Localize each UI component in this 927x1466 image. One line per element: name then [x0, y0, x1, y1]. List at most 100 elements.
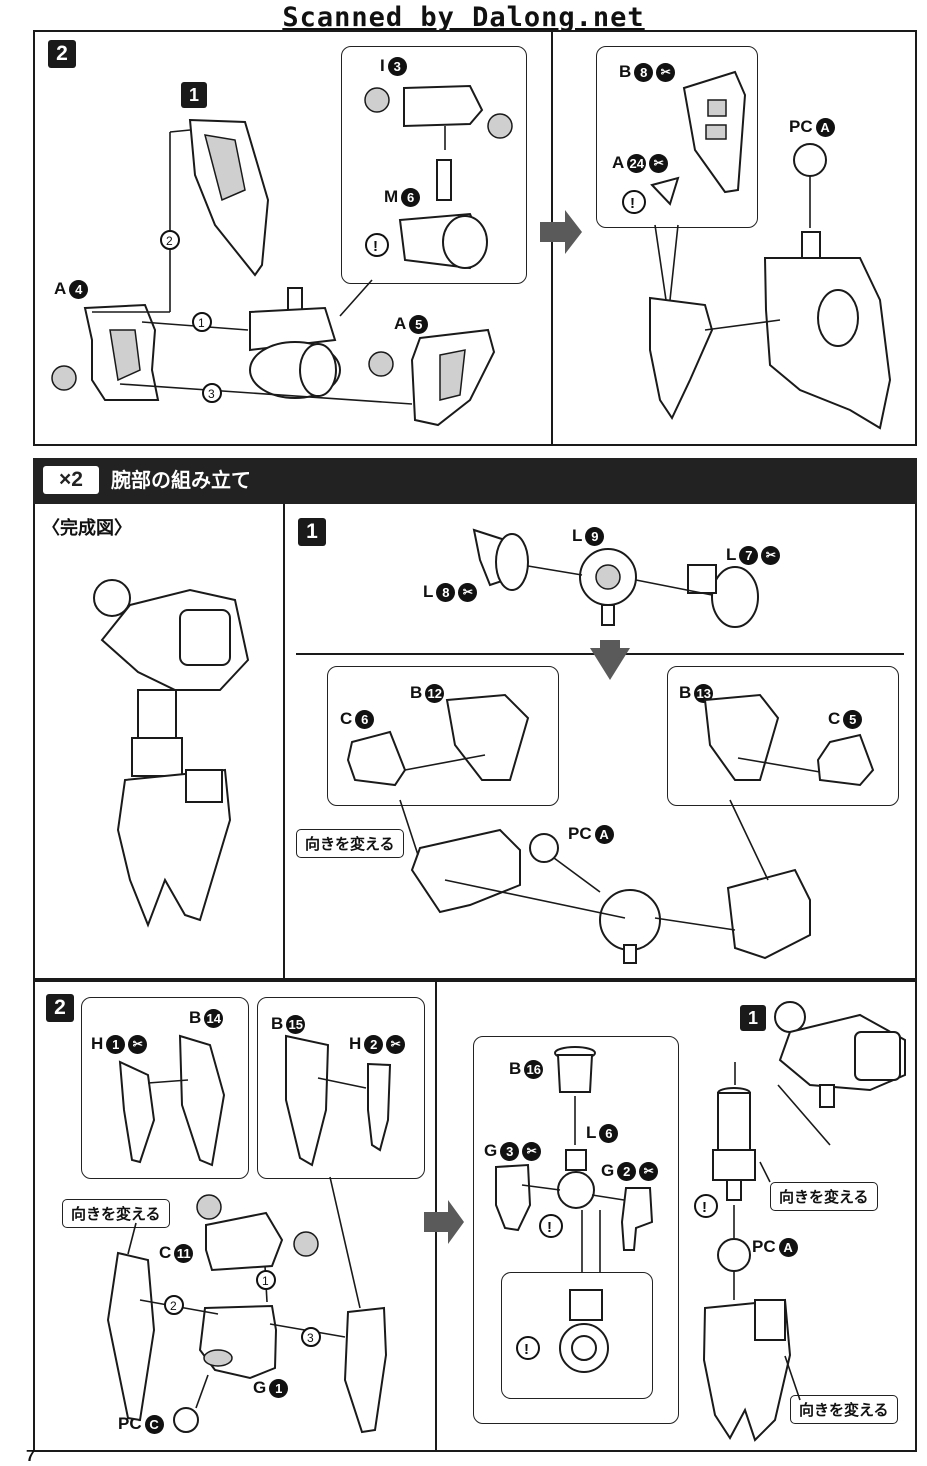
armor-b8 — [682, 70, 747, 194]
glue-drop-icon — [368, 351, 394, 377]
step-badge-2-arm: 2 — [46, 994, 74, 1022]
part-a24 — [650, 176, 680, 206]
armor-side-plate — [649, 296, 714, 421]
process-arrow-right-2 — [424, 1200, 464, 1244]
nipper-icon: ✂ — [522, 1141, 542, 1161]
nipper-icon: ✂ — [458, 582, 478, 602]
orientation-note-forearm: 向きを変える — [770, 1182, 878, 1211]
claw-left — [106, 1251, 156, 1422]
part-b16 — [554, 1046, 596, 1093]
exclamation-icon — [365, 233, 389, 257]
exclamation-icon — [539, 1214, 563, 1238]
svg-text:3: 3 — [208, 387, 215, 401]
part-l6 — [557, 1149, 595, 1209]
svg-text:!: ! — [373, 238, 378, 255]
part-b12 — [445, 693, 530, 781]
claw-right — [343, 1306, 388, 1434]
process-arrow-right — [540, 210, 582, 254]
shoulder-armor-upper — [188, 118, 270, 277]
nipper-icon: ✂ — [128, 1034, 148, 1054]
orientation-note-armor: 向きを変える — [62, 1199, 170, 1228]
shoulder-frame-a5 — [410, 328, 496, 427]
svg-text:!: ! — [524, 1341, 529, 1358]
wrist-part-c11 — [205, 1211, 284, 1272]
shoulder-assembled — [763, 231, 892, 430]
svg-text:1: 1 — [198, 316, 205, 330]
armor-b14 — [178, 1034, 226, 1167]
page-number: 7 — [26, 1448, 35, 1465]
arm-assembly-header: ×2 腕部の組み立て — [33, 458, 917, 504]
svg-text:!: ! — [702, 1199, 707, 1216]
step-badge-1-arm: 1 — [298, 518, 326, 546]
completed-view-label: 〈完成図〉 — [42, 518, 132, 538]
wrist-block-g1 — [198, 1304, 278, 1380]
armor-h2 — [367, 1062, 392, 1152]
sub-step-badge-1-right: 1 — [740, 1005, 766, 1031]
completed-arm-figure — [93, 579, 250, 928]
poly-cap-a — [793, 143, 827, 177]
part-c5 — [816, 733, 875, 787]
svg-text:!: ! — [547, 1219, 552, 1236]
armor-b15 — [285, 1034, 330, 1167]
orientation-note-arm1: 向きを変える — [296, 829, 404, 858]
svg-text:2: 2 — [170, 1299, 177, 1313]
shoulder-frame-a4 — [83, 303, 160, 401]
part-l8 — [472, 528, 529, 591]
scanner-watermark: Scanned by Dalong.net — [282, 2, 645, 33]
part-g3 — [495, 1163, 532, 1232]
exclamation-icon — [694, 1194, 718, 1218]
step-badge-2-top: 2 — [48, 40, 76, 68]
exclamation-icon — [622, 190, 646, 214]
assembly-line-2 — [169, 129, 191, 133]
part-c6 — [346, 730, 407, 787]
part-i3 — [403, 84, 484, 128]
process-arrow-down — [590, 640, 630, 680]
part-m6 — [398, 159, 488, 270]
orientation-note-final: 向きを変える — [790, 1395, 898, 1424]
svg-text:3: 3 — [307, 1331, 314, 1345]
poly-cap-a-forearm — [717, 1238, 751, 1272]
quantity-badge: ×2 — [43, 466, 99, 494]
poly-cap-c — [173, 1407, 199, 1433]
nipper-icon: ✂ — [649, 153, 669, 173]
forearm-shaft — [712, 1087, 756, 1201]
section-title: 腕部の組み立て — [111, 470, 251, 492]
glue-drop-icon — [196, 1194, 222, 1220]
glue-drop-icon — [293, 1231, 319, 1257]
nipper-icon: ✂ — [761, 545, 781, 565]
svg-text:1: 1 — [262, 1274, 269, 1288]
part-l7 — [687, 564, 759, 628]
nipper-icon: ✂ — [639, 1161, 659, 1181]
detail-hinge — [559, 1289, 609, 1373]
assembly-line-3 — [119, 383, 413, 405]
glue-drop-icon — [51, 365, 77, 391]
exclamation-icon — [516, 1336, 540, 1360]
hand-claw-assembled — [702, 1298, 792, 1442]
nipper-icon: ✂ — [386, 1034, 406, 1054]
